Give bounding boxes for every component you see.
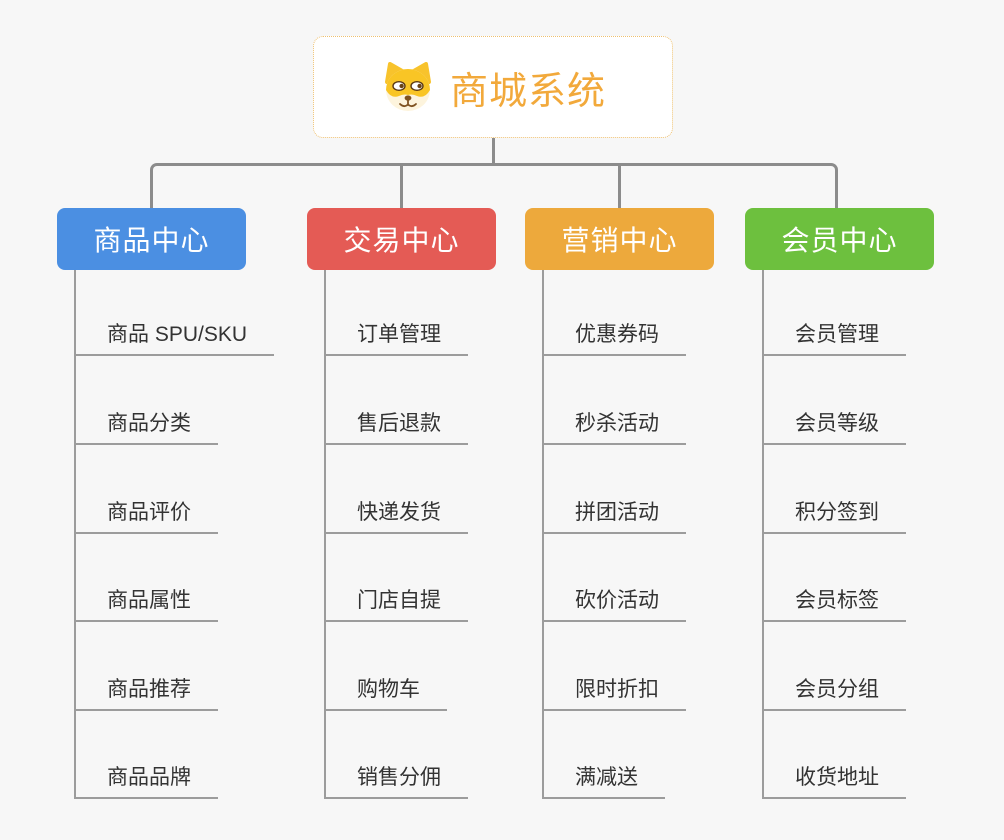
branch-connector-drop-2 [400, 165, 403, 208]
branch-connector-frame [150, 163, 838, 208]
branch-column-member: 会员中心 会员管理 会员等级 积分签到 会员标签 会员分组 收货地址 [745, 208, 985, 808]
leaf-node[interactable]: 秒杀活动 [542, 410, 686, 445]
leaf-node[interactable]: 商品分类 [74, 410, 218, 445]
root-title: 商城系统 [449, 70, 606, 113]
leaf-node[interactable]: 拼团活动 [542, 499, 686, 534]
branch-node-member[interactable]: 会员中心 [745, 208, 934, 270]
branch-column-marketing: 营销中心 优惠券码 秒杀活动 拼团活动 砍价活动 限时折扣 满减送 [525, 208, 765, 808]
leaf-node[interactable]: 销售分佣 [324, 764, 468, 799]
leaf-node[interactable]: 会员标签 [762, 587, 906, 622]
leaf-node[interactable]: 限时折扣 [542, 676, 686, 711]
root-connector-line [492, 137, 495, 164]
branch-column-product: 商品中心 商品 SPU/SKU 商品分类 商品评价 商品属性 商品推荐 商品品牌 [57, 208, 297, 808]
leaf-node[interactable]: 积分签到 [762, 499, 906, 534]
branch-vertical-line [324, 270, 326, 799]
leaf-node[interactable]: 优惠券码 [542, 321, 686, 356]
leaf-node[interactable]: 商品评价 [74, 499, 218, 534]
root-node[interactable]: 商城系统 [313, 36, 673, 138]
branch-column-trade: 交易中心 订单管理 售后退款 快递发货 门店自提 购物车 销售分佣 [307, 208, 547, 808]
branch-vertical-line [762, 270, 764, 799]
leaf-node[interactable]: 砍价活动 [542, 587, 686, 622]
leaf-node[interactable]: 订单管理 [324, 321, 468, 356]
leaf-node[interactable]: 满减送 [542, 764, 665, 799]
leaf-node[interactable]: 会员管理 [762, 321, 906, 356]
leaf-node[interactable]: 门店自提 [324, 587, 468, 622]
branch-vertical-line [542, 270, 544, 799]
leaf-node[interactable]: 快递发货 [324, 499, 468, 534]
branch-node-marketing[interactable]: 营销中心 [525, 208, 714, 270]
branch-node-trade[interactable]: 交易中心 [307, 208, 496, 270]
shiba-dog-icon [384, 62, 431, 111]
branch-connector-drop-3 [618, 165, 621, 208]
branch-vertical-line [74, 270, 76, 799]
leaf-node[interactable]: 商品属性 [74, 587, 218, 622]
branch-node-product[interactable]: 商品中心 [57, 208, 246, 270]
leaf-node[interactable]: 商品 SPU/SKU [74, 321, 275, 356]
leaf-node[interactable]: 商品品牌 [74, 764, 218, 799]
leaf-node[interactable]: 售后退款 [324, 410, 468, 445]
leaf-node[interactable]: 会员分组 [762, 676, 906, 711]
leaf-node[interactable]: 收货地址 [762, 764, 906, 799]
leaf-node[interactable]: 会员等级 [762, 410, 906, 445]
leaf-node[interactable]: 购物车 [324, 676, 447, 711]
leaf-node[interactable]: 商品推荐 [74, 676, 218, 711]
